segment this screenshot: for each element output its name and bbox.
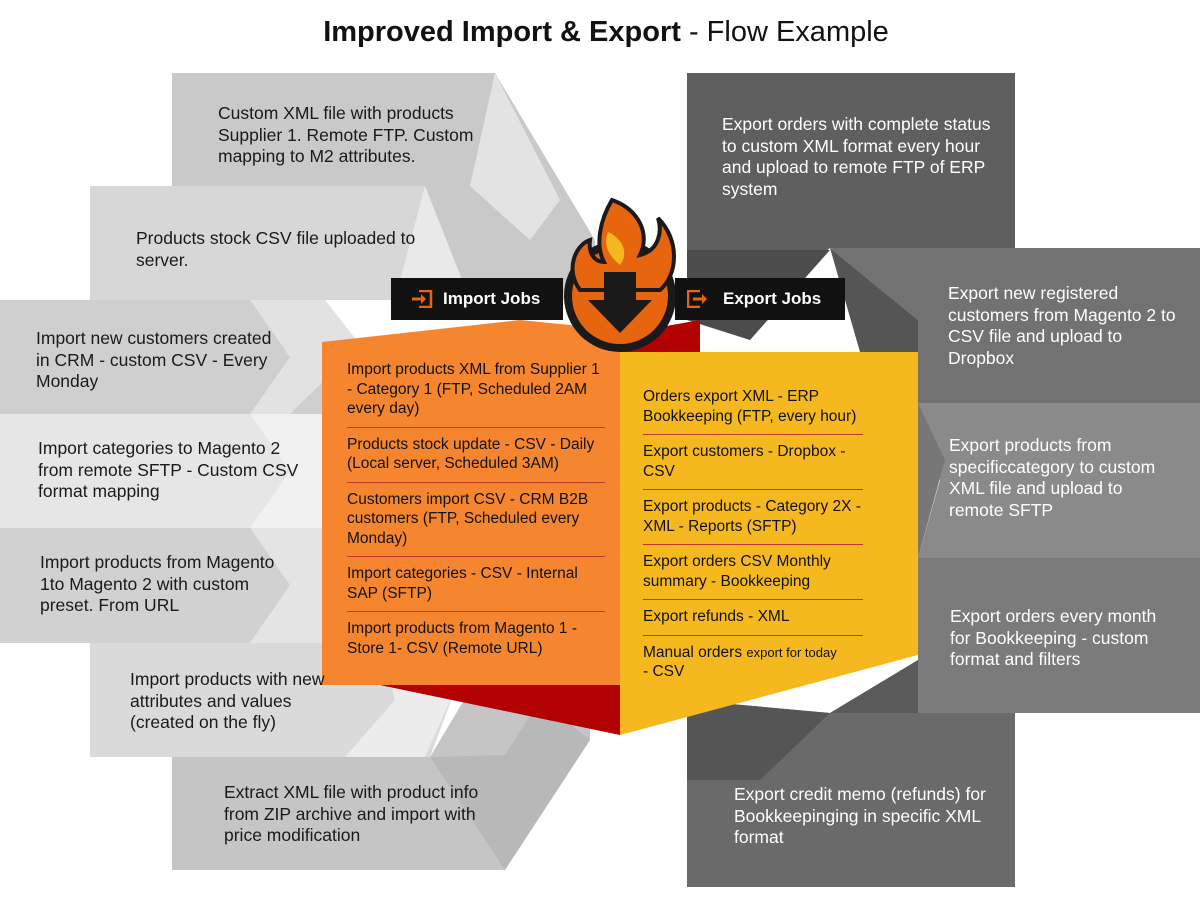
- import-source-shape-5: [0, 528, 322, 643]
- import-source-1: Custom XML file with products Supplier 1…: [218, 103, 474, 166]
- export-job-item: Export products - Category 2X - XML - Re…: [643, 490, 863, 545]
- chevron-tip-7: [430, 700, 590, 870]
- manual-orders-small: export for today: [746, 644, 837, 660]
- import-jobs-tab: Import Jobs: [391, 278, 563, 320]
- export-job-item: Orders export XML - ERP Bookkeeping (FTP…: [643, 380, 863, 435]
- export-job-item-manual: Manual orders export for today - CSV: [643, 636, 863, 690]
- import-source-3: Import new customers created in CRM - cu…: [36, 328, 272, 391]
- import-job-item: Products stock update - CSV - Daily (Loc…: [347, 428, 605, 483]
- export-target-shape-4: [830, 558, 1200, 713]
- export-target-5: Export credit memo (refunds) for Bookkee…: [734, 784, 986, 847]
- title-bold: Improved Import & Export: [323, 16, 681, 48]
- export-job-item: Export customers - Dropbox - CSV: [643, 435, 863, 490]
- chevron-tip-3: [250, 300, 360, 414]
- export-target-4: Export orders every month for Bookkeepin…: [950, 606, 1157, 669]
- title-subtitle: - Flow Example: [688, 16, 889, 48]
- export-target-1: Export orders with complete status to cu…: [722, 114, 991, 199]
- import-source-7: Extract XML file with product info from …: [224, 782, 479, 845]
- export-accent-3: [918, 403, 945, 558]
- export-job-item: Export refunds - XML: [643, 600, 863, 636]
- chevron-tip-1: [470, 73, 560, 240]
- import-source-6: Import products with new attributes and …: [130, 669, 325, 732]
- export-job-item: Export orders CSV Monthly summary - Book…: [643, 545, 863, 600]
- export-jobs-list: Orders export XML - ERP Bookkeeping (FTP…: [643, 380, 898, 690]
- manual-orders-main: Manual orders: [643, 643, 743, 661]
- import-arrow-icon: [412, 290, 433, 308]
- manual-orders-tail: - CSV: [643, 663, 685, 680]
- export-jobs-panel: [620, 352, 918, 735]
- import-job-item: Customers import CSV - CRM B2B customers…: [347, 483, 605, 557]
- import-job-item: Import products XML from Supplier 1 - Ca…: [347, 353, 605, 428]
- flame-logo-icon: [564, 197, 676, 352]
- export-accent-4: [830, 660, 918, 713]
- import-jobs-panel: [322, 320, 620, 685]
- chevron-tip-6: [345, 643, 455, 757]
- export-target-shape-2: [830, 248, 1200, 403]
- export-target-2: Export new registered customers from Mag…: [948, 283, 1176, 368]
- import-source-shape-2: [90, 186, 470, 300]
- center-red-bottom: [380, 685, 620, 735]
- import-jobs-list: Import products XML from Supplier 1 - Ca…: [347, 353, 605, 666]
- import-source-shape-4: [0, 414, 322, 528]
- export-accent-5: [687, 700, 830, 780]
- export-arrow-icon: [687, 290, 707, 308]
- import-jobs-tab-label: Import Jobs: [443, 289, 541, 308]
- import-source-shape-6: [90, 643, 455, 757]
- export-accent-2: [830, 248, 918, 352]
- export-jobs-tab-label: Export Jobs: [723, 289, 822, 308]
- import-job-item: Import products from Magento 1 - Store 1…: [347, 620, 578, 657]
- import-source-4: Import categories to Magento 2 from remo…: [38, 438, 299, 501]
- export-target-shape-3: [918, 403, 1200, 558]
- chevron-tip-4: [250, 414, 322, 528]
- chevron-tip-2: [395, 186, 470, 300]
- import-source-5: Import products from Magento 1to Magento…: [40, 552, 275, 615]
- chevron-tip-5: [250, 528, 322, 643]
- export-jobs-tab: Export Jobs: [675, 278, 845, 320]
- export-target-3: Export products from specificcategory to…: [949, 435, 1156, 520]
- page-title: Improved Import & Export - Flow Example: [0, 16, 1200, 49]
- import-job-item: Import categories - CSV - Internal SAP (…: [347, 557, 605, 612]
- import-source-2: Products stock CSV file uploaded to serv…: [136, 228, 416, 270]
